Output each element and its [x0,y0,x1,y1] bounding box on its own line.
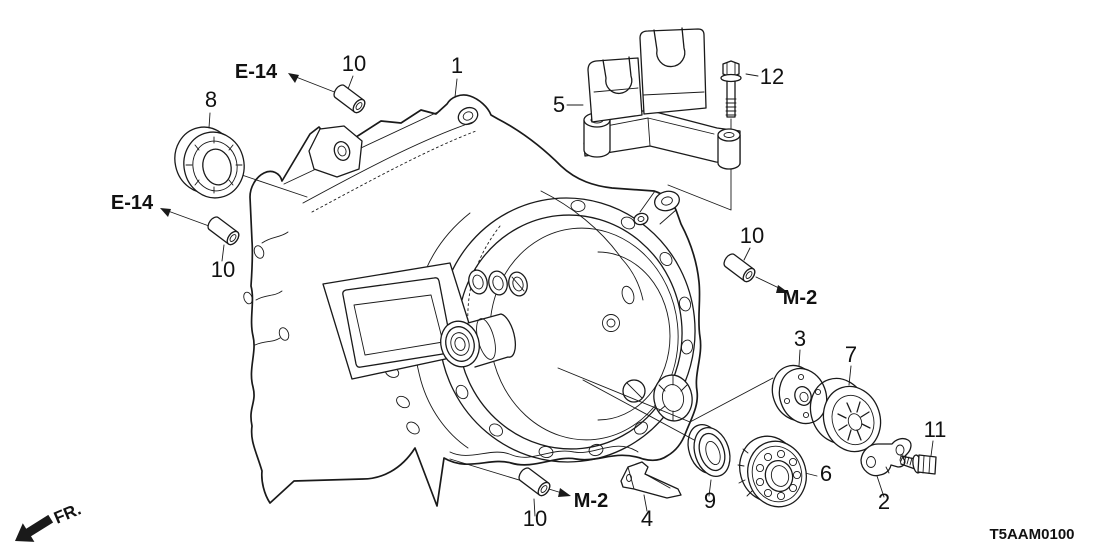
callout-part-12[interactable]: 12 [760,64,784,89]
bracket-5-drawing [583,27,741,170]
callout-part-8[interactable]: 8 [205,87,217,112]
m2-arrow-bottom [449,458,571,497]
diagram-code: T5AAM0100 [989,526,1074,543]
front-arrow-icon [15,514,54,542]
callout-part-9[interactable]: 9 [704,488,716,513]
seal-8-install-line [232,171,308,198]
front-direction-indicator: FR. [15,499,84,542]
ref-e14-top[interactable]: E-14 [235,61,278,83]
set-plate-4-drawing [620,461,682,499]
needle-bearing-7-drawing [809,377,882,453]
callout-pin-top[interactable]: 10 [342,51,366,76]
stay-2-drawing [860,437,912,477]
seal-9-install-line [582,379,697,442]
callout-part-6[interactable]: 6 [820,461,832,486]
callout-part-7[interactable]: 7 [845,342,857,367]
plate-3-drawing [771,364,828,425]
ref-e14-left[interactable]: E-14 [111,192,154,214]
m2-arrow-right [755,276,789,293]
oil-seal-8-drawing [174,126,245,199]
plate-3-install-line [557,367,774,423]
callout-labels: 1 8 10 E-14 E-14 10 5 12 10 M-2 3 7 11 6… [111,51,947,531]
e14-arrow-left [160,208,210,227]
callout-part-11[interactable]: 11 [924,417,947,442]
ref-m2-bottom[interactable]: M-2 [574,490,608,512]
callout-part-3[interactable]: 3 [794,326,806,351]
leader-lines [160,73,934,517]
ref-m2-right[interactable]: M-2 [783,287,817,309]
bolt-11-drawing [899,454,937,475]
dowel-pin-bottom [518,467,551,497]
ball-bearing-6-drawing [737,435,807,508]
front-label: FR. [51,499,84,527]
oil-seal-9-drawing [687,424,731,477]
callout-part-1[interactable]: 1 [451,53,463,78]
dowel-pin-top [333,84,366,114]
e14-arrow-top [288,73,338,94]
callout-part-5[interactable]: 5 [553,92,565,117]
dowel-pin-right [723,253,756,283]
dowel-pin-left [207,216,240,246]
callout-part-2[interactable]: 2 [878,489,890,514]
callout-pin-bottom[interactable]: 10 [523,506,547,531]
bracket-5-install-line [667,168,732,211]
callout-part-4[interactable]: 4 [641,506,653,531]
clutch-case-drawing [243,94,702,507]
callout-pin-left[interactable]: 10 [211,257,235,282]
callout-pin-right[interactable]: 10 [740,223,764,248]
bolt-12-drawing [720,60,742,118]
